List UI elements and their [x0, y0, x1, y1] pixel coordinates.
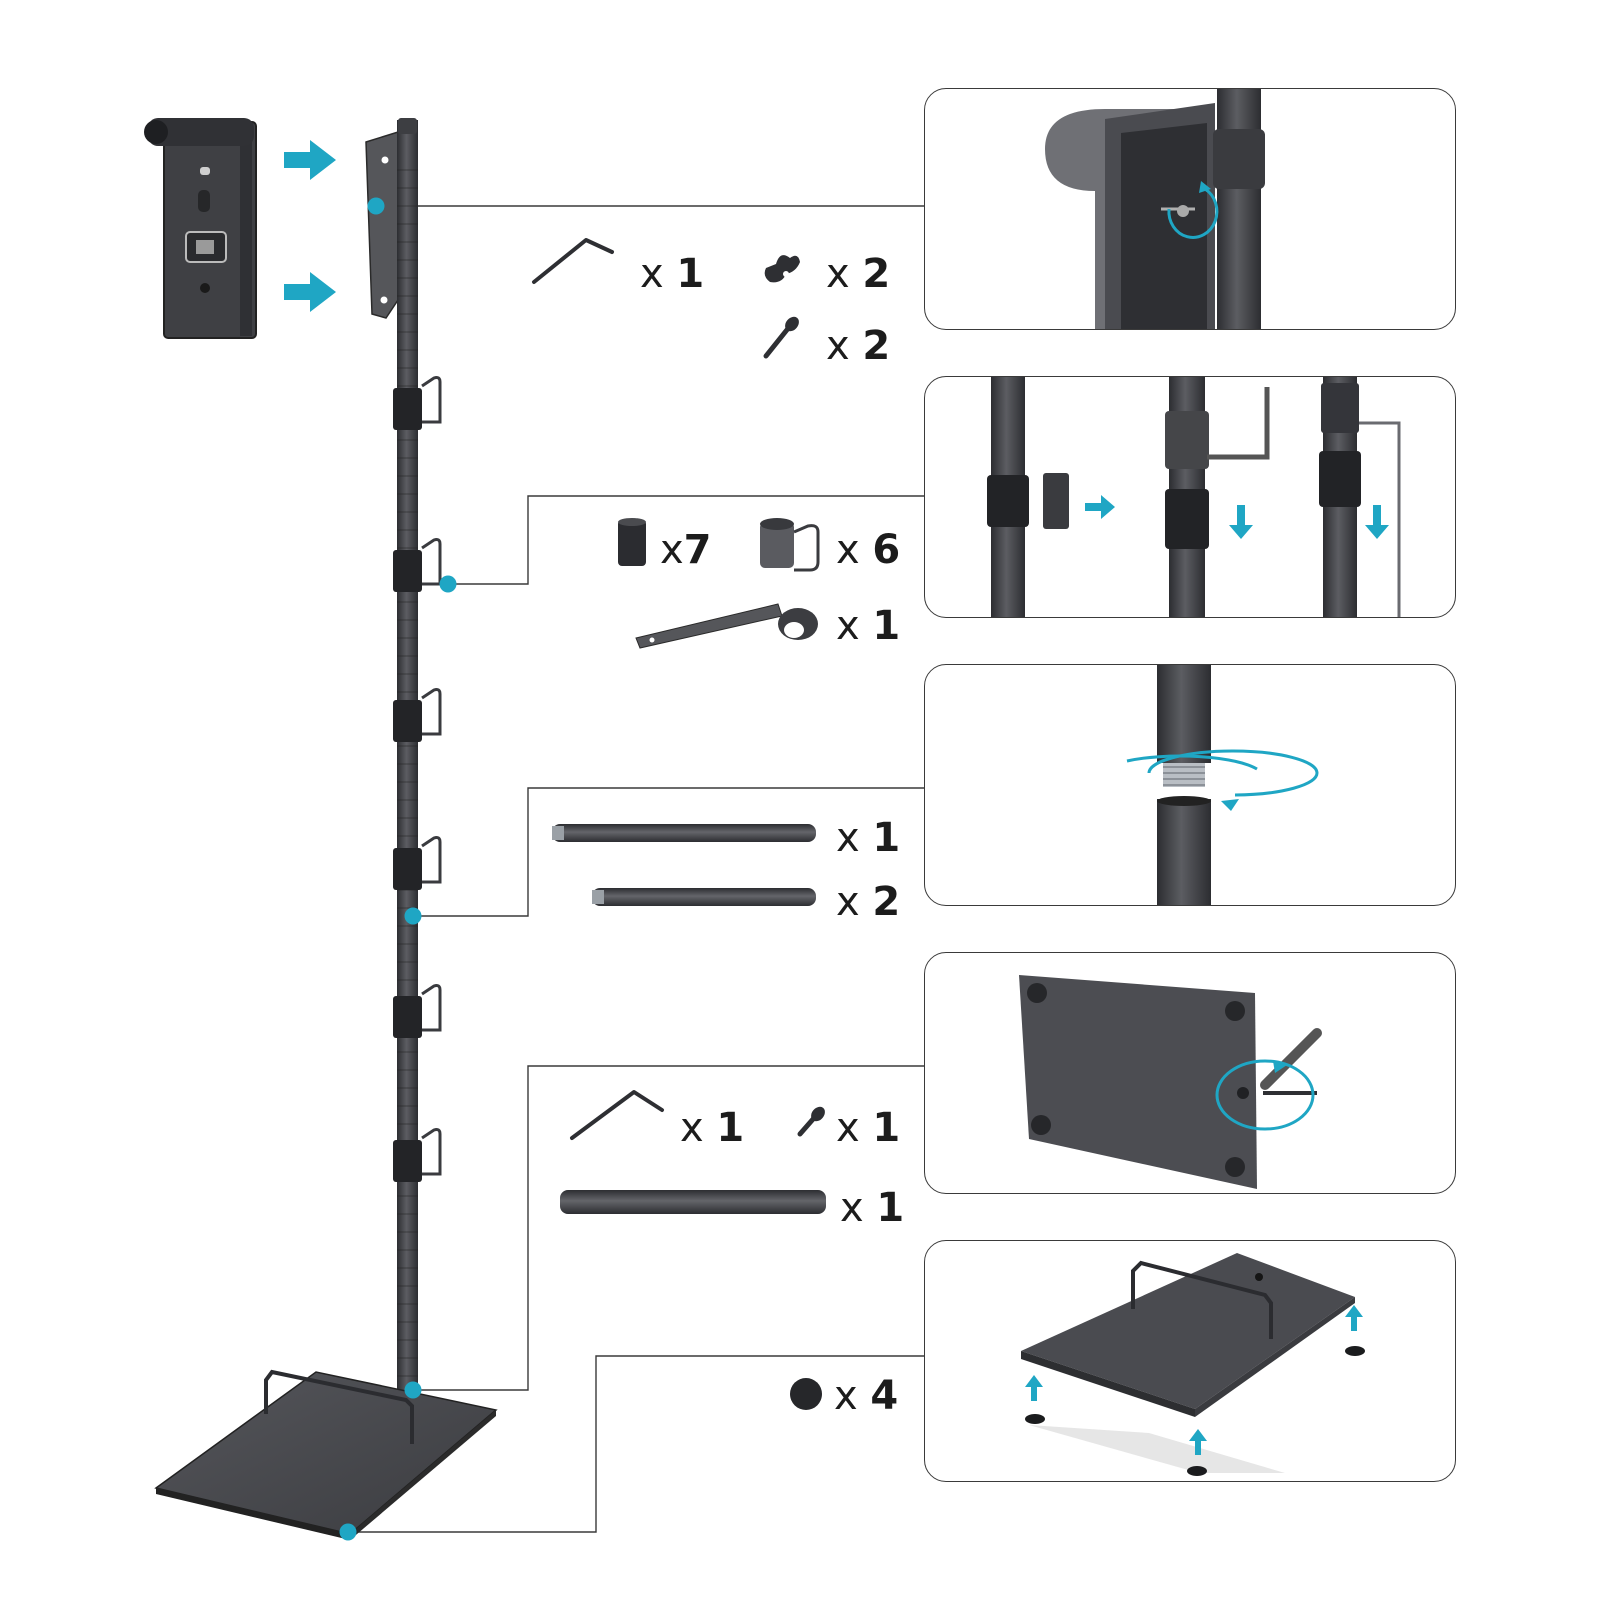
hook-sleeve — [393, 688, 442, 742]
qty-screw-base: x 1 — [836, 1105, 901, 1151]
main-pole — [365, 118, 442, 1390]
allen-key-icon — [570, 1090, 664, 1140]
base-plate — [154, 1369, 498, 1540]
screw-icon — [763, 316, 799, 359]
detail-panel-feet — [924, 1240, 1456, 1482]
hook-sleeve — [393, 376, 442, 430]
qty-pole-short: x 2 — [836, 879, 901, 925]
detail-panel-thread — [924, 664, 1456, 906]
qty-connector-sleeve: x7 — [660, 527, 712, 573]
leader-line-5 — [350, 1355, 924, 1533]
wall-plate-illustration — [144, 118, 257, 339]
leader-line-3 — [414, 787, 924, 917]
callout-dots — [339, 197, 457, 1541]
qty-hex-key-top: x 1 — [640, 251, 705, 297]
rotate-arrow-icon — [1167, 187, 1219, 239]
rotate-arrow-icon — [1147, 749, 1319, 797]
hook-sleeve-icon — [760, 518, 820, 572]
detail-panel-sleeves — [924, 376, 1456, 618]
hook-sleeve — [393, 836, 442, 890]
hook-sleeve — [393, 1128, 442, 1182]
detail-panel-base-bolt — [924, 952, 1456, 1194]
leader-line-4 — [414, 1065, 924, 1391]
rotate-arrow-icon — [1215, 1059, 1315, 1131]
leader-lines — [350, 205, 924, 1533]
pole-icon — [552, 824, 826, 1214]
qty-pole-long: x 1 — [836, 815, 901, 861]
screw-icon — [797, 1106, 825, 1137]
arrow-icon — [284, 140, 336, 312]
qty-base-pole: x 1 — [840, 1185, 905, 1231]
qty-hook-sleeve: x 6 — [836, 527, 901, 573]
hook-sleeve — [393, 538, 442, 592]
hook-sleeve — [393, 984, 442, 1038]
qty-wing-nut: x 2 — [826, 251, 891, 297]
wing-nut-icon — [764, 255, 800, 283]
qty-top-bracket: x 1 — [836, 603, 901, 649]
qty-hex-key-base: x 1 — [680, 1105, 745, 1151]
foot-pad-icon — [790, 1378, 822, 1410]
qty-screw-top: x 2 — [826, 323, 891, 369]
leader-line-2 — [450, 495, 924, 585]
allen-key-icon — [532, 238, 614, 284]
detail-panel-bracket — [924, 88, 1456, 330]
qty-foot-pad: x 4 — [834, 1373, 899, 1419]
sleeve-icon — [618, 518, 646, 566]
bracket-icon — [635, 603, 818, 649]
